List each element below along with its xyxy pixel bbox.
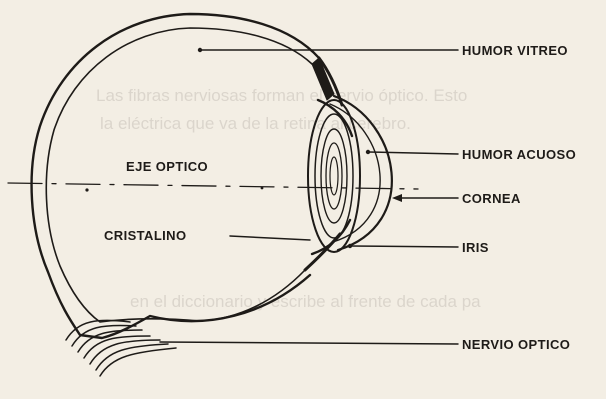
leader-cristalino bbox=[230, 236, 310, 240]
lens-layer-1 bbox=[308, 100, 360, 252]
label-humor-vitreo: HUMOR VITREO bbox=[462, 43, 568, 58]
label-cristalino: CRISTALINO bbox=[104, 228, 186, 243]
optic-nerve-fibers bbox=[66, 320, 176, 376]
axis-mark-mid bbox=[261, 187, 264, 190]
label-cornea: CORNEA bbox=[462, 191, 521, 206]
optical-axis-line bbox=[8, 183, 418, 189]
lens-layer-4 bbox=[326, 143, 342, 209]
sclera-outer bbox=[32, 14, 319, 338]
lens-core bbox=[330, 157, 338, 195]
sclera-inner bbox=[46, 28, 312, 322]
label-iris: IRIS bbox=[462, 240, 489, 255]
pointer-humor-vitreo bbox=[198, 48, 202, 52]
leader-iris bbox=[350, 246, 458, 247]
leader-pointers bbox=[85, 48, 402, 248]
pointer-humor-acuoso bbox=[366, 150, 370, 154]
label-nervio-optico: NERVIO OPTICO bbox=[462, 337, 570, 352]
axis-mark-left bbox=[85, 188, 88, 191]
pointer-iris bbox=[348, 244, 352, 248]
label-humor-acuoso: HUMOR ACUOSO bbox=[462, 147, 576, 162]
pointer-cornea bbox=[392, 194, 402, 202]
leader-humor-acuoso bbox=[368, 152, 458, 154]
leader-nervio-optico bbox=[160, 342, 458, 344]
label-eje-optico: EJE OPTICO bbox=[126, 159, 208, 174]
